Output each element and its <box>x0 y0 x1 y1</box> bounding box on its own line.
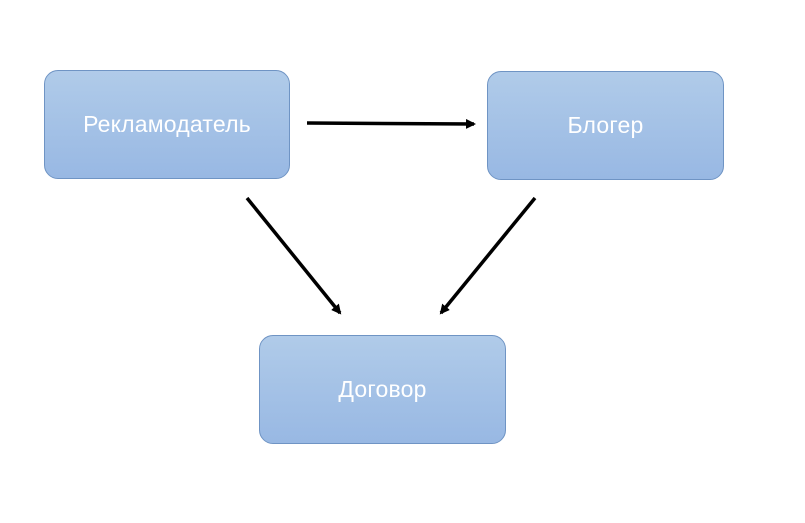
node-contract-label: Договор <box>338 376 427 402</box>
arrow-blogger-to-contract <box>439 196 537 315</box>
arrow-advertiser-to-blogger <box>306 118 476 129</box>
node-blogger-label: Блогер <box>567 112 644 138</box>
node-advertiser[interactable]: Рекламодатель <box>44 70 290 179</box>
node-blogger[interactable]: Блогер <box>487 71 724 180</box>
node-contract[interactable]: Договор <box>259 335 506 444</box>
node-advertiser-label: Рекламодатель <box>83 111 251 137</box>
arrow-advertiser-to-contract <box>245 196 342 315</box>
